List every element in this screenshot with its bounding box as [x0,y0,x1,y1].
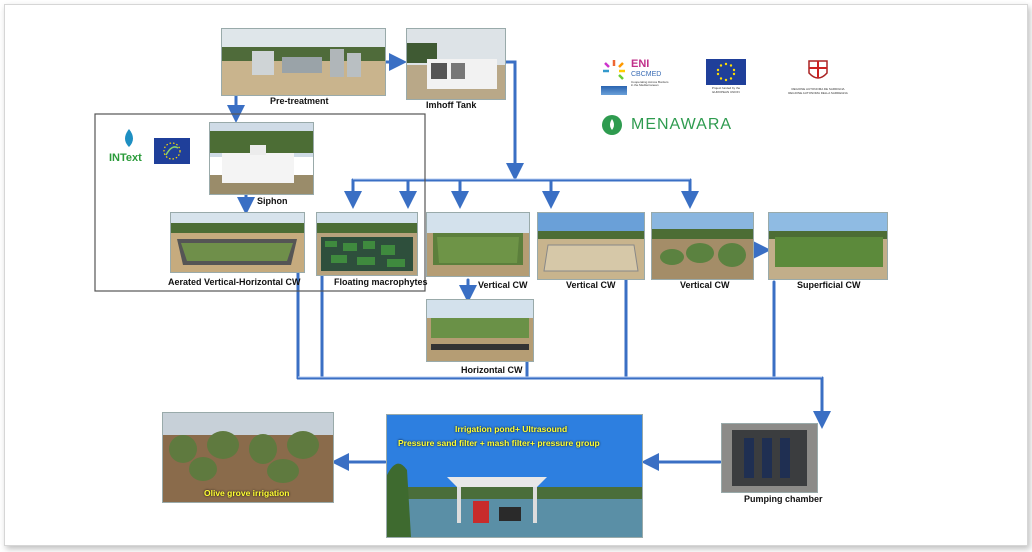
pipe-imhoff-down [503,60,524,181]
menawara-text: MENAWARA [631,116,733,133]
imhoff-label: Imhoff Tank [426,100,477,110]
siphon-label: Siphon [257,196,288,206]
sardegna-text-1: REGIONE AUTONOMA DE SARDIGNA [791,87,845,91]
sardegna-text-2: REGIONE AUTONOMA DELLA SARDEGNA [788,91,848,95]
imhoff-photo [406,28,506,100]
irrigation-pond-photo [386,414,643,538]
sardegna-crest-icon [808,60,828,79]
vertical-cw-3-photo [651,212,754,280]
vertical-cw-2-photo [537,212,645,280]
eni-cbcmed-logo: ENI CBCMED Cooperating Across Borders in… [601,58,671,98]
eu-flag-icon [706,59,746,85]
life-logo [154,138,190,164]
vertical-cw-2-label: Vertical CW [566,280,616,290]
intext-group-box [94,113,426,292]
life-eu-icon [154,138,190,164]
intext-logo: INText [107,128,149,170]
olive-grove-photo [162,412,334,503]
siphon-photo [209,122,314,195]
pumping-chamber-photo [721,423,818,493]
pretreatment-label: Pre-treatment [270,96,329,106]
floating-macrophytes-label: Floating macrophytes [334,277,428,287]
vertical-cw-3-label: Vertical CW [680,280,730,290]
pond-caption-1: Irrigation pond+ Ultrasound [455,424,568,434]
eu-text: Project funded by the EUROPEAN UNION [711,86,741,94]
vertical-cw-1-label: Vertical CW [478,280,528,290]
sea-icon [601,86,627,95]
superficial-cw-label: Superficial CW [797,280,861,290]
floating-macrophytes-photo [316,212,418,276]
water-drop-icon [602,115,622,135]
pond-caption-2: Pressure sand filter + mash filter+ pres… [398,438,600,448]
drop-icon [125,129,133,147]
pumping-chamber-label: Pumping chamber [744,494,823,504]
aerated-cw-photo [170,212,305,273]
eni-text: ENI [631,58,650,70]
horizontal-cw-photo [426,299,534,362]
eu-logo: Project funded by the EUROPEAN UNION [706,59,746,95]
intext-text: INText [109,152,142,164]
aerated-cw-label: Aerated Vertical-Horizontal CW [168,277,301,287]
eni-tagline: Cooperating Across Borders in the Medite… [631,80,669,87]
eni-sun-icon [603,60,625,80]
menawara-logo: MENAWARA [601,114,741,138]
cbcmed-text: CBCMED [631,71,662,78]
pretreatment-photo [221,28,386,96]
horizontal-cw-label: Horizontal CW [461,365,523,375]
olive-grove-caption: Olive grove irrigation [204,488,290,498]
superficial-cw-photo [768,212,888,280]
sardegna-logo: REGIONE AUTONOMA DE SARDIGNA REGIONE AUT… [782,59,854,99]
vertical-cw-1-photo [426,212,530,277]
